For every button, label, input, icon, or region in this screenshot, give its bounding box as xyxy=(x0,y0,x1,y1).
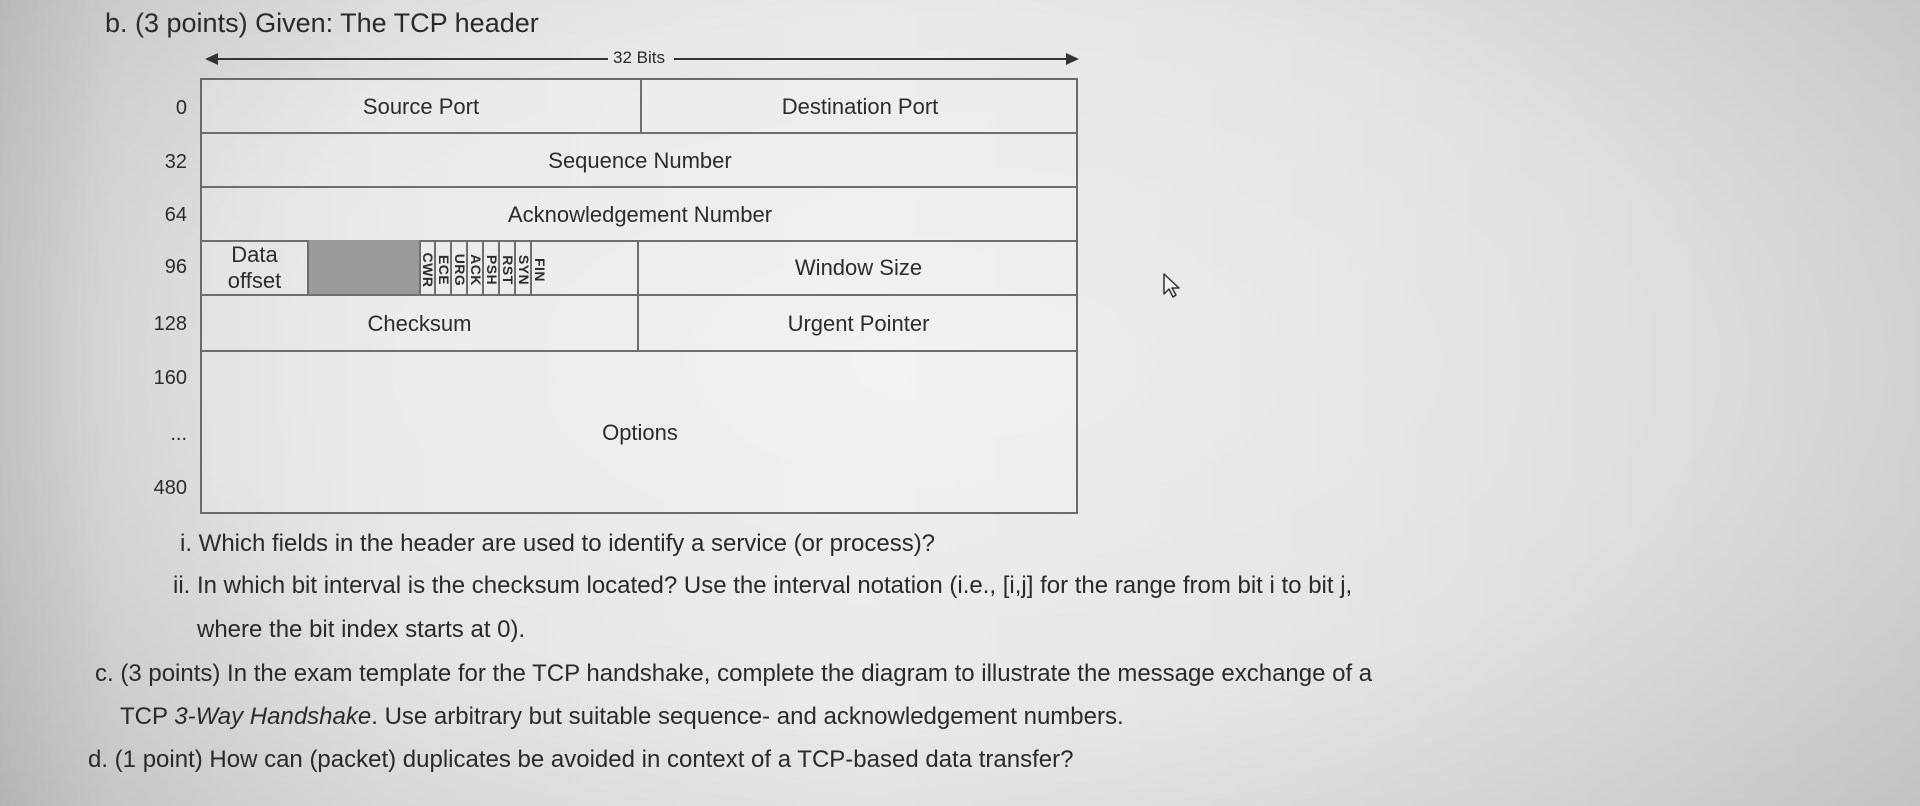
tcp-header-table: CWR ECE URG ACK PSH RST SYN FIN Source P… xyxy=(200,78,1078,514)
sequence-number-field: Sequence Number xyxy=(548,148,732,173)
row-divider xyxy=(202,294,1076,296)
flag-divider xyxy=(419,242,421,294)
flag-ack: ACK xyxy=(467,254,484,286)
question-c-line2-pre: TCP xyxy=(120,703,175,730)
flag-fin: FIN xyxy=(531,257,548,283)
question-c-line1: c. (3 points) In the exam template for t… xyxy=(95,660,1373,687)
column-divider xyxy=(307,240,309,294)
flag-urg: URG xyxy=(451,253,468,287)
window-size-field: Window Size xyxy=(794,255,923,280)
row-divider xyxy=(202,132,1076,134)
row-label-160: 160 xyxy=(153,367,187,389)
question-b-heading: b. (3 points) Given: The TCP header xyxy=(105,8,539,38)
question-b-ii-line1: ii. In which bit interval is the checksu… xyxy=(173,572,1353,599)
question-b-ii-line2: where the bit index starts at 0). xyxy=(197,616,526,643)
bits-arrow-line-left xyxy=(216,58,608,60)
flag-cwr: CWR xyxy=(419,252,436,288)
row-label-32: 32 xyxy=(164,151,187,173)
column-divider xyxy=(640,80,642,132)
options-field: Options xyxy=(602,420,678,445)
reserved-bits xyxy=(309,240,419,294)
arrow-right-icon xyxy=(1066,53,1079,65)
flag-divider xyxy=(434,242,436,294)
question-d: d. (1 point) How can (packet) duplicates… xyxy=(88,746,1074,773)
flag-divider xyxy=(450,242,452,294)
data-offset-label-line2: offset xyxy=(227,268,282,293)
acknowledgement-number-field: Acknowledgement Number xyxy=(507,202,773,227)
row-label-64: 64 xyxy=(164,204,187,226)
data-offset-label-line1: Data xyxy=(231,242,278,267)
flag-syn: SYN xyxy=(515,254,532,286)
arrow-left-icon xyxy=(205,53,218,65)
column-divider xyxy=(637,240,639,350)
row-divider xyxy=(202,350,1076,352)
row-label-ellipsis: ... xyxy=(170,423,187,445)
flag-divider xyxy=(498,242,500,294)
flag-rst: RST xyxy=(499,255,516,285)
flag-divider xyxy=(514,242,516,294)
question-b-i: i. Which fields in the header are used t… xyxy=(180,530,936,557)
flag-divider xyxy=(482,242,484,294)
question-c-emphasis: 3-Way Handshake xyxy=(174,703,372,730)
question-c-line2: TCP 3-Way Handshake. Use arbitrary but s… xyxy=(120,703,1124,731)
destination-port-field: Destination Port xyxy=(781,94,939,119)
bits-arrow-line-right xyxy=(674,58,1068,60)
flag-psh: PSH xyxy=(483,254,500,286)
bits-label: 32 Bits xyxy=(613,48,665,67)
flag-divider xyxy=(466,242,468,294)
row-label-480: 480 xyxy=(153,477,187,499)
urgent-pointer-field: Urgent Pointer xyxy=(787,311,930,336)
data-offset-field: Data offset xyxy=(202,242,307,294)
row-label-128: 128 xyxy=(153,313,187,335)
row-label-0: 0 xyxy=(175,97,187,119)
mouse-cursor-icon xyxy=(1163,273,1180,298)
source-port-field: Source Port xyxy=(362,94,480,119)
row-divider xyxy=(202,186,1076,188)
question-c-line2-post: . Use arbitrary but suitable sequence- a… xyxy=(371,703,1124,730)
checksum-field: Checksum xyxy=(367,311,472,336)
flag-ece: ECE xyxy=(435,254,452,286)
flag-divider xyxy=(530,242,532,294)
row-divider xyxy=(202,240,1076,242)
row-label-96: 96 xyxy=(164,256,187,278)
